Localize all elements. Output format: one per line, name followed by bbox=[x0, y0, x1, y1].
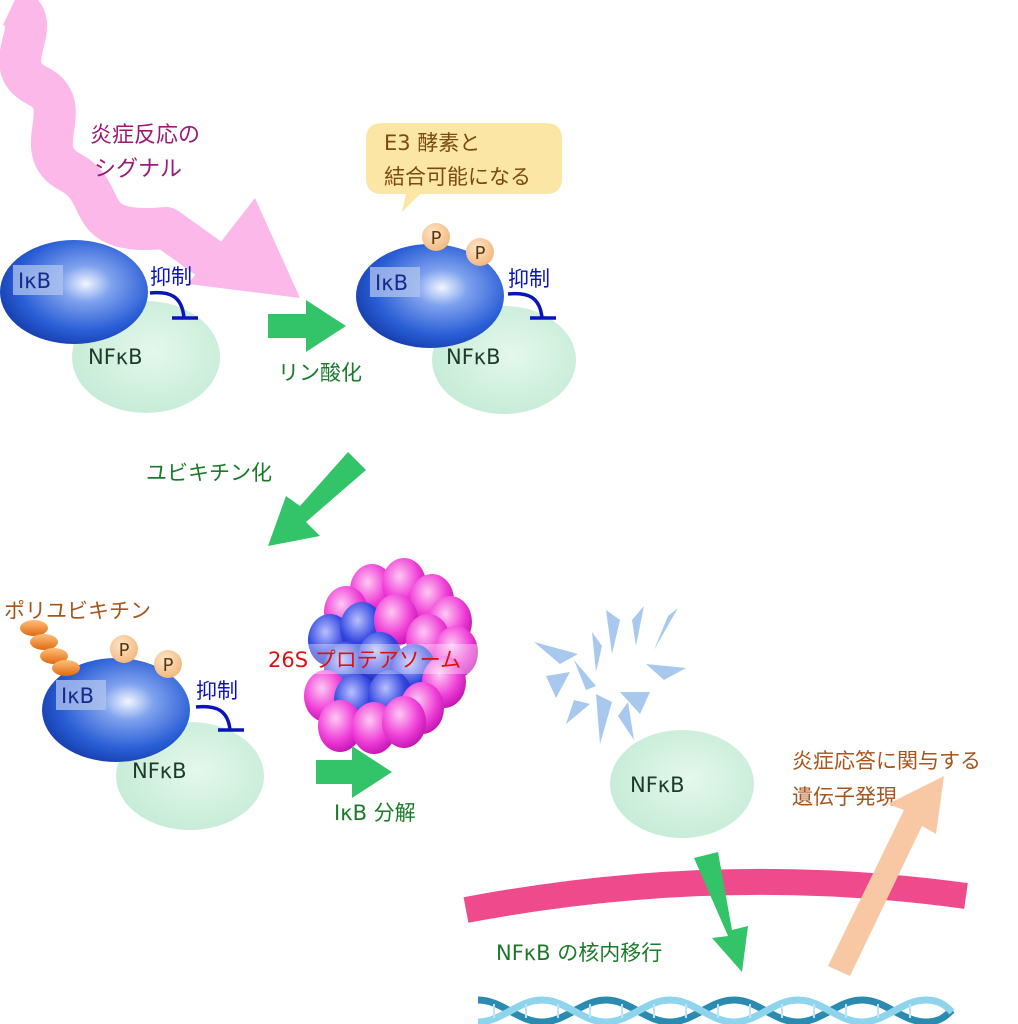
phosphorylation-label: リン酸化 bbox=[278, 361, 362, 385]
signal-label-line2: シグナル bbox=[94, 157, 182, 182]
e3-callout: E3 酵素と 結合可能になる bbox=[366, 123, 562, 212]
inhibition-label: 抑制 bbox=[150, 265, 192, 289]
signal-label-line1: 炎症反応の bbox=[90, 123, 200, 148]
complex-2: IκB NFκB P P 抑制 bbox=[356, 223, 576, 414]
phosphate-label: P bbox=[163, 655, 174, 676]
nfkb-label: NFκB bbox=[132, 759, 187, 783]
inhibition-symbol bbox=[149, 290, 198, 320]
ikb-label: IκB bbox=[61, 684, 94, 708]
gene-expression-arrow bbox=[828, 776, 944, 976]
e3-label-line2: 結合可能になる bbox=[384, 165, 531, 189]
nfkb-label: NFκB bbox=[446, 345, 501, 369]
phosphate-group: P bbox=[110, 635, 138, 663]
ubiquitination-label: ユビキチン化 bbox=[146, 461, 272, 485]
nfkb-label: NFκB bbox=[630, 773, 685, 797]
phosphate-label: P bbox=[431, 228, 442, 249]
e3-label-line1: E3 酵素と bbox=[384, 131, 480, 155]
ikb-label: IκB bbox=[375, 271, 408, 295]
phosphate-label: P bbox=[119, 640, 130, 661]
inhibition-label: 抑制 bbox=[196, 679, 238, 703]
dna-helix bbox=[477, 994, 955, 1024]
inhibition-symbol bbox=[507, 291, 556, 320]
translocation-arrow bbox=[694, 852, 748, 972]
degradation-arrow bbox=[316, 746, 392, 798]
ubiquitination-arrow bbox=[268, 452, 366, 546]
inflammatory-signal-arrow bbox=[0, 0, 300, 298]
complex-3: IκB NFκB P P 抑制 bbox=[20, 620, 264, 830]
phosphate-label: P bbox=[475, 243, 486, 264]
polyubiquitin-label: ポリユビキチン bbox=[4, 599, 151, 623]
phosphate-group: P bbox=[466, 238, 494, 266]
ikb-fragments bbox=[534, 606, 686, 744]
free-nfkb: NFκB bbox=[610, 730, 754, 838]
phosphate-group: P bbox=[422, 223, 450, 251]
nfkb-label: NFκB bbox=[88, 345, 143, 369]
gene-expression-label-line1: 炎症応答に関与する bbox=[792, 749, 981, 773]
degradation-label: IκB 分解 bbox=[334, 801, 416, 825]
gene-expression-label-line2: 遺伝子発現 bbox=[792, 785, 897, 809]
phosphate-group: P bbox=[154, 650, 182, 678]
proteasome-26s bbox=[304, 558, 478, 754]
phosphorylation-arrow bbox=[268, 300, 346, 352]
complex-1: IκB NFκB 抑制 bbox=[0, 240, 220, 413]
inhibition-symbol bbox=[195, 704, 244, 732]
inhibition-label: 抑制 bbox=[508, 267, 550, 291]
proteasome-label: 26S プロテアソーム bbox=[268, 648, 461, 672]
nfkb-protein bbox=[610, 730, 754, 838]
ikb-label: IκB bbox=[18, 269, 51, 293]
polyubiquitin-chain bbox=[20, 620, 80, 676]
translocation-label: NFκB の核内移行 bbox=[496, 941, 662, 965]
